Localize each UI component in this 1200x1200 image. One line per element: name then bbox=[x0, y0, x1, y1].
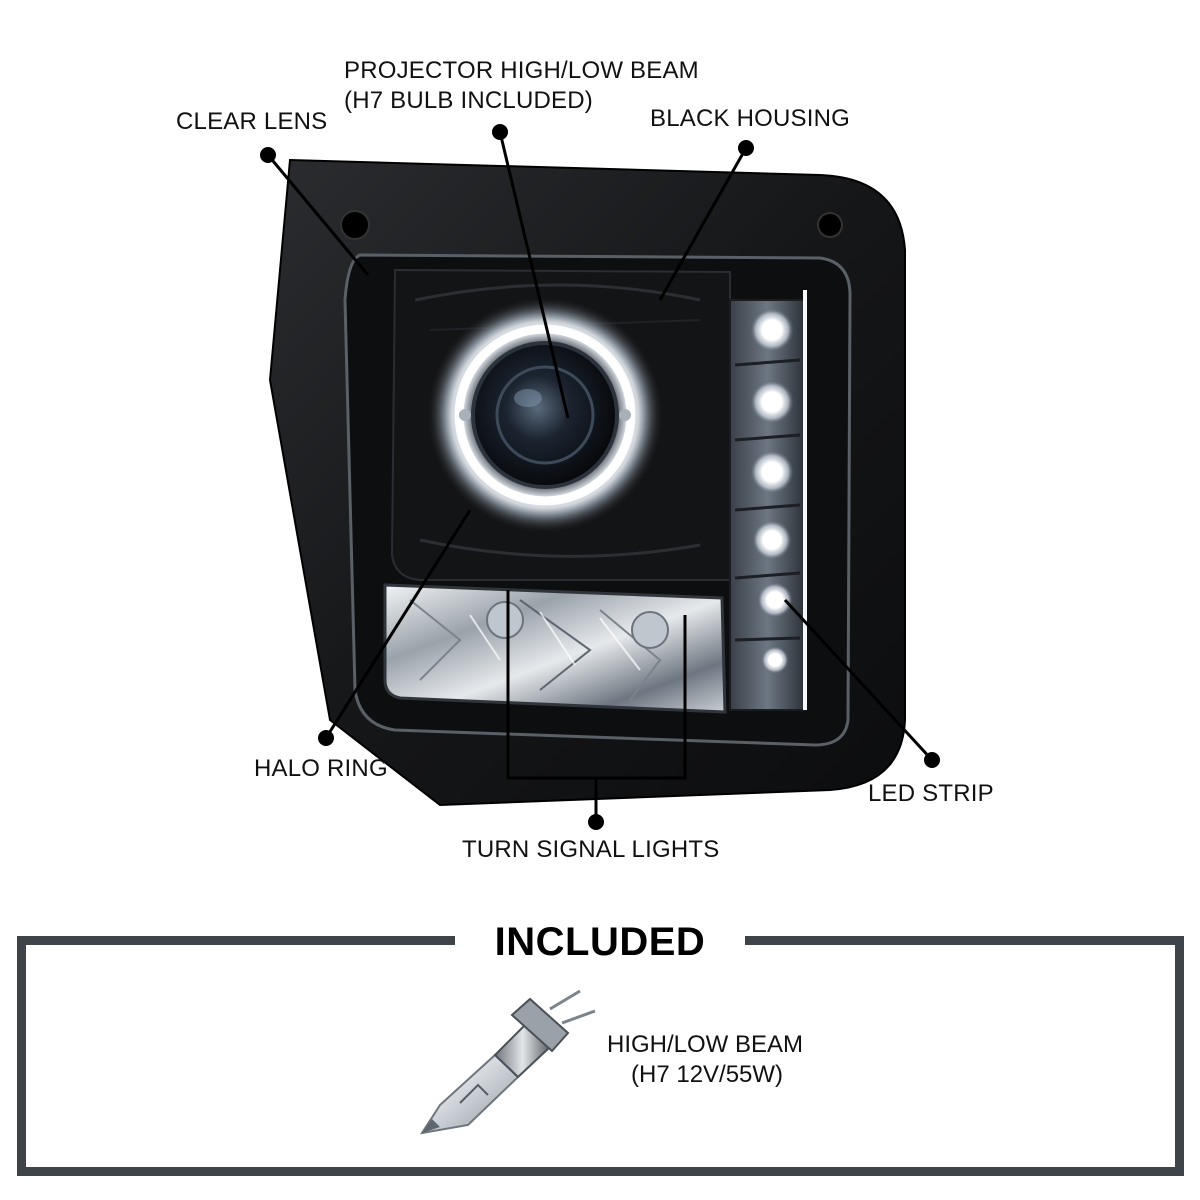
projector-label-line2: (H7 BULB INCLUDED) bbox=[344, 87, 593, 114]
projector-callout-label: PROJECTOR HIGH/LOW BEAM (H7 BULB INCLUDE… bbox=[344, 56, 699, 116]
leader-lines bbox=[266, 131, 934, 822]
projector-label-line1: PROJECTOR HIGH/LOW BEAM bbox=[344, 57, 699, 84]
projector-lens bbox=[471, 341, 619, 489]
h7-bulb-icon bbox=[419, 989, 596, 1135]
turn-signal-lights bbox=[383, 583, 727, 714]
headlight-illustration bbox=[260, 124, 940, 830]
led-light bbox=[757, 582, 793, 618]
included-panel bbox=[17, 936, 1184, 1176]
led-strip-label: LED STRIP bbox=[868, 780, 994, 807]
included-item-line1: HIGH/LOW BEAM bbox=[607, 1031, 804, 1058]
black-housing-label: BLACK HOUSING bbox=[650, 105, 850, 132]
included-title: INCLUDED bbox=[455, 912, 745, 972]
turn-signal-label: TURN SIGNAL LIGHTS bbox=[462, 836, 720, 863]
led-light bbox=[752, 520, 792, 560]
included-item-line2: (H7 12V/55W) bbox=[631, 1061, 784, 1088]
halo-ring-label: HALO RING bbox=[254, 755, 388, 782]
led-strip bbox=[729, 290, 807, 711]
clear-lens-label: CLEAR LENS bbox=[176, 108, 328, 135]
included-item-label: HIGH/LOW BEAM (H7 12V/55W) bbox=[607, 1030, 803, 1090]
led-light bbox=[750, 380, 794, 424]
led-light bbox=[750, 308, 794, 352]
leader-dots bbox=[260, 124, 940, 830]
led-light bbox=[761, 646, 789, 674]
led-light bbox=[750, 450, 794, 494]
